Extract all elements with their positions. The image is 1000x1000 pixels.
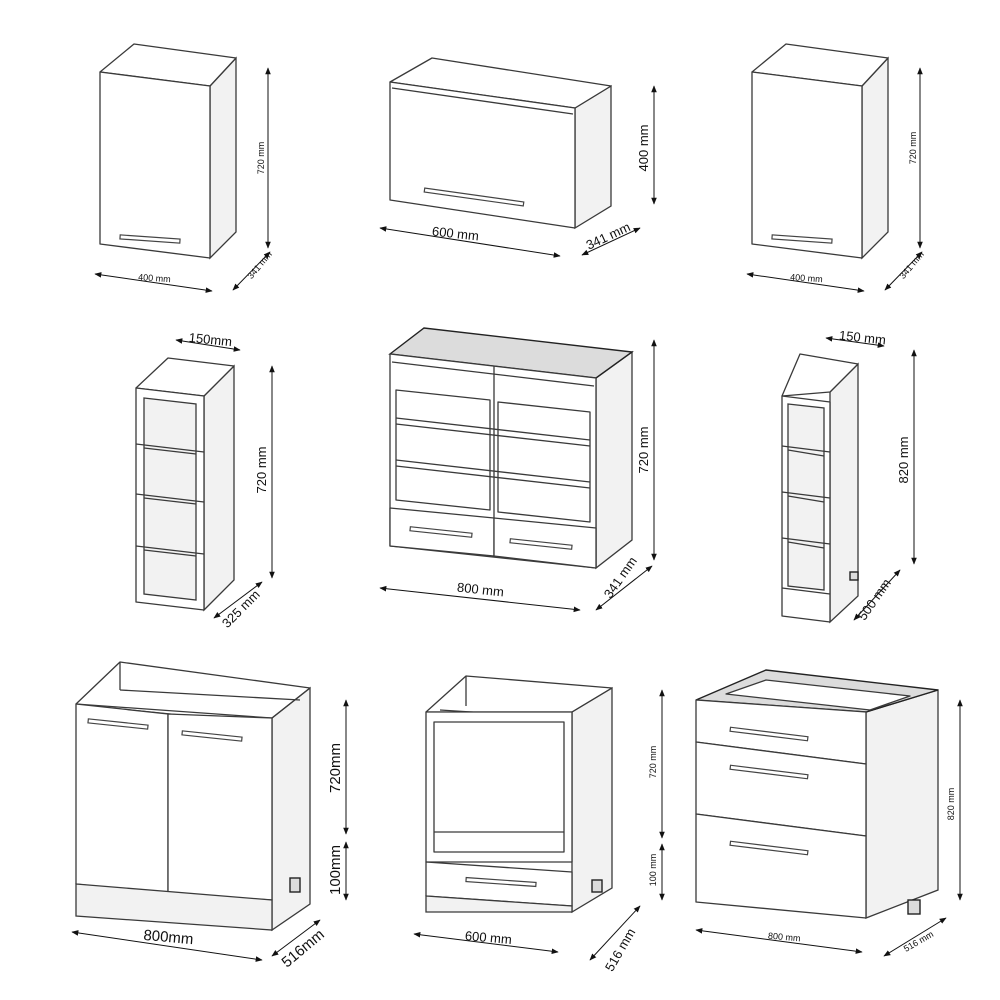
dimension-width: 600 mm	[464, 928, 512, 947]
dimension-height: 720 mm	[254, 447, 269, 494]
dimension-width: 150mm	[188, 330, 233, 349]
dimension-height: 720 mm	[636, 427, 651, 474]
dimension-height: 720 mm	[648, 746, 658, 779]
dimension-depth: 341 mm	[584, 219, 633, 252]
dimension-width: 150 mm	[838, 328, 886, 348]
dimension-depth: 341 mm	[601, 554, 640, 601]
dimension-height: 720 mm	[256, 142, 266, 175]
cabinet-wall-600-flap: 600 mm 341 mm 400 mm	[379, 57, 657, 258]
dimension-width: 400 mm	[790, 272, 823, 284]
cabinet-oven-base-600: 600 mm 516 mm 720 mm 100 mm	[413, 675, 665, 974]
dimension-height: 820 mm	[946, 788, 956, 821]
cabinet-base-open-150: 150 mm 500 mm 820 mm	[781, 328, 917, 624]
dimension-depth: 516 mm	[602, 926, 638, 974]
dimension-depth: 341 mm	[897, 249, 926, 280]
cabinet-wall-400-b: 400 mm 341 mm 720 mm	[746, 43, 926, 293]
cabinet-wall-400: 400 mm 341 mm 720 mm	[94, 43, 274, 293]
dimension-plinth: 100mm	[327, 845, 344, 895]
cabinet-wall-open-150: 150mm 325 mm 720 mm	[135, 330, 275, 631]
dimension-plinth: 100 mm	[648, 854, 658, 887]
dimension-height: 820 mm	[896, 437, 911, 484]
dimension-height: 720 mm	[908, 132, 918, 165]
dimension-width: 800 mm	[456, 580, 504, 600]
dimension-depth: 500 mm	[855, 576, 894, 623]
cabinet-drawer-base-800: 800 mm 516 mm 820 mm	[695, 669, 963, 957]
dimension-height: 720mm	[327, 743, 344, 793]
dimension-height: 400 mm	[636, 125, 651, 172]
dimension-width: 800mm	[143, 927, 194, 948]
cabinet-sink-base-800: 800mm 516mm 720mm 100mm	[71, 661, 349, 971]
cabinet-wall-glass-800: 800 mm 341 mm 720 mm	[379, 327, 657, 613]
dimension-depth: 516 mm	[902, 929, 935, 954]
dimension-width: 800 mm	[768, 931, 801, 944]
dimension-width: 400 mm	[138, 272, 171, 284]
dimension-width: 600 mm	[431, 224, 479, 244]
dimension-depth: 341 mm	[245, 249, 274, 280]
